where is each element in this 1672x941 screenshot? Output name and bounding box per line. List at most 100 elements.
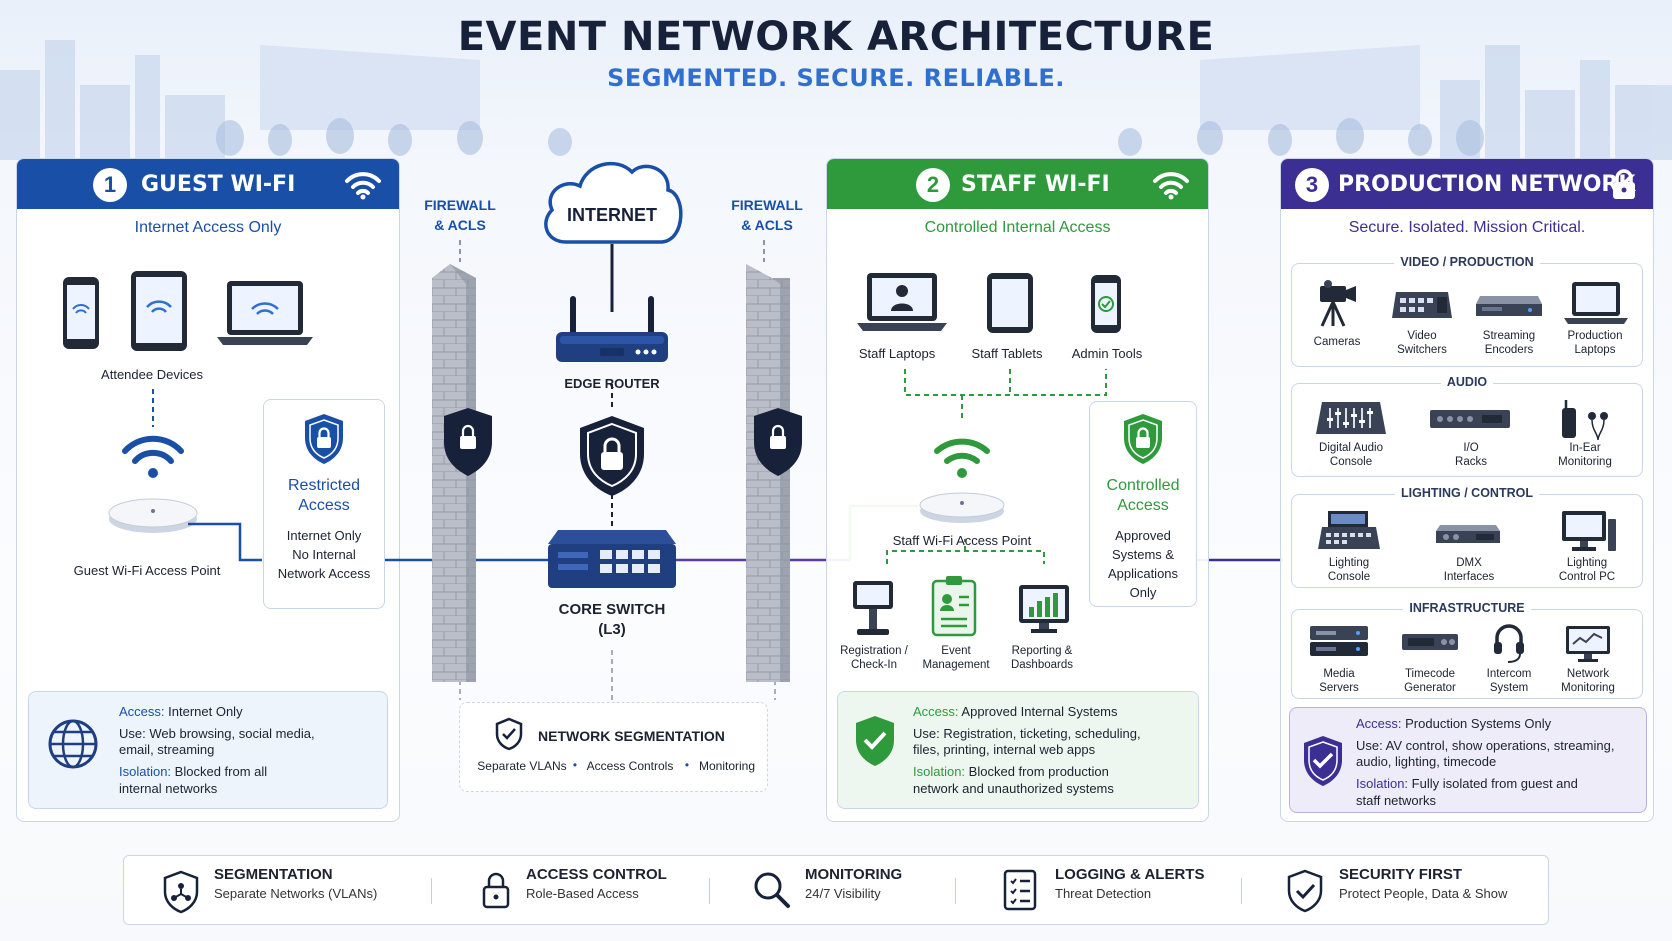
- feature-security-first: SECURITY FIRST Protect People, Data & Sh…: [1339, 866, 1507, 901]
- guest-access-key: Access:: [119, 704, 165, 719]
- staff-use-key: Use:: [913, 725, 940, 741]
- staff-use-val-2: files, printing, internal web apps: [913, 742, 1096, 758]
- item-dmx-1: DMX: [1456, 557, 1482, 569]
- magnifier-icon: [754, 872, 790, 908]
- divider: [1241, 878, 1242, 904]
- segmentation-item-vlans: Separate VLANs: [477, 759, 567, 773]
- staff-use-val-1: Registration, ticketing, scheduling,: [943, 725, 1141, 741]
- item-digital-audio-console-1: Digital Audio: [1319, 442, 1383, 454]
- network-monitoring-icon: [1566, 626, 1610, 662]
- staff-laptop-icon: [857, 273, 947, 331]
- group-title: AUDIO: [1292, 375, 1642, 389]
- item-in-ear-2: Monitoring: [1558, 456, 1612, 468]
- staff-device-links: [886, 369, 1107, 564]
- restricted-line-3: Network Access: [277, 566, 371, 581]
- staff-iso-key: Isolation:: [913, 763, 966, 779]
- staff-access-val: Approved Internal Systems: [961, 704, 1118, 719]
- item-network-monitoring-1: Network: [1566, 668, 1610, 680]
- firewall-right-label-1: FIREWALL: [731, 197, 803, 213]
- guest-access-val: Internet Only: [168, 704, 243, 719]
- production-info-box: Access: Production Systems Only Use: AV …: [1289, 707, 1647, 813]
- group-title: INFRASTRUCTURE: [1292, 601, 1642, 615]
- item-media-servers-1: Media: [1323, 668, 1355, 680]
- item-io-racks-1: I/O: [1463, 442, 1479, 454]
- staff-panel-header: 2 STAFF WI-FI: [827, 159, 1208, 209]
- item-intercom-1: Intercom: [1486, 668, 1532, 680]
- staff-iso-val-2: network and unauthorized systems: [913, 780, 1114, 796]
- segmentation-item-access: Access Controls: [586, 759, 674, 773]
- production-use-val-1: AV control, show operations, streaming,: [1385, 737, 1615, 753]
- shield-network-icon: [163, 870, 199, 914]
- item-production-laptops-2: Laptops: [1574, 344, 1616, 356]
- divider: [709, 878, 710, 904]
- app-event-2: Management: [922, 659, 990, 671]
- item-video-switchers-2: Switchers: [1397, 344, 1447, 356]
- guest-iso-val-2: internal networks: [119, 780, 218, 796]
- page-title: EVENT NETWORK ARCHITECTURE: [457, 14, 1215, 60]
- in-ear-monitor-icon: [1562, 400, 1608, 441]
- firewall-right-wall: [746, 264, 802, 682]
- staff-iso-val-1: Blocked from production: [968, 763, 1109, 779]
- item-dmx-2: Interfaces: [1443, 571, 1495, 583]
- shield-check-icon: [856, 716, 894, 766]
- staff-tablet-icon: [987, 273, 1033, 333]
- guest-iso-key: Isolation:: [119, 763, 172, 779]
- staff-device-laptops: Staff Laptops: [858, 346, 936, 361]
- bullet-dot: •: [572, 758, 578, 772]
- controlled-title-2: Access: [1117, 497, 1169, 514]
- guest-panel-title: GUEST WI-FI: [141, 171, 296, 197]
- group-audio: AUDIO Digital Audio Console I/O Racks In…: [1291, 375, 1643, 477]
- segmentation-item-monitoring: Monitoring: [698, 759, 756, 773]
- item-lighting-console-2: Console: [1327, 571, 1371, 583]
- network-segmentation-card: NETWORK SEGMENTATION Separate VLANs • Ac…: [459, 702, 768, 792]
- production-access-val: Production Systems Only: [1405, 716, 1552, 731]
- restricted-title-2: Access: [298, 497, 350, 514]
- controlled-line-3: Applications: [1107, 566, 1179, 581]
- edge-router-label: EDGE ROUTER: [564, 376, 660, 391]
- camera-icon: [1320, 280, 1356, 327]
- guest-info-text: Access: Internet Only Use: Web browsing,…: [119, 704, 379, 797]
- wifi-icon: [1153, 172, 1189, 200]
- restricted-title-1: Restricted: [287, 477, 361, 494]
- item-digital-audio-console-2: Console: [1329, 456, 1373, 468]
- production-network-panel: 3 PRODUCTION NETWORK Secure. Isolated. M…: [1280, 158, 1654, 822]
- admin-phone-icon: [1091, 275, 1121, 333]
- feature-segmentation: SEGMENTATION Separate Networks (VLANs): [214, 866, 377, 901]
- divider: [431, 878, 432, 904]
- feature-title: SECURITY FIRST: [1339, 866, 1463, 883]
- item-lighting-console-1: Lighting: [1328, 557, 1370, 569]
- guest-use-key: Use:: [119, 725, 146, 741]
- restricted-access-card: Restricted Access Internet Only No Inter…: [263, 399, 385, 609]
- dmx-interface-icon: [1436, 525, 1500, 543]
- internet-label: INTERNET: [567, 205, 657, 225]
- staff-panel-title: STAFF WI-FI: [961, 171, 1110, 197]
- group-lighting-control: LIGHTING / CONTROL Lighting Console DMX …: [1291, 486, 1643, 588]
- feature-title: LOGGING & ALERTS: [1055, 866, 1205, 883]
- group-title: LIGHTING / CONTROL: [1292, 486, 1642, 500]
- feature-title: MONITORING: [805, 866, 903, 883]
- guest-wifi-panel: 1 GUEST WI-FI Internet Access Only Atten…: [16, 158, 400, 822]
- audio-console-icon: [1316, 402, 1386, 434]
- lighting-control-pc-icon: [1562, 511, 1616, 551]
- feature-subtitle: 24/7 Visibility: [805, 886, 881, 901]
- item-lighting-pc-2: Control PC: [1558, 571, 1616, 583]
- app-reporting-2: Dashboards: [1010, 659, 1073, 671]
- item-media-servers-2: Servers: [1319, 682, 1359, 694]
- shield-lock-icon: [305, 414, 343, 464]
- attendee-devices-icon: [63, 271, 313, 351]
- guest-use-val-2: email, streaming: [119, 742, 215, 758]
- internet-cloud-icon: [544, 161, 683, 244]
- feature-title: ACCESS CONTROL: [526, 866, 667, 883]
- firewall-left-label-1: FIREWALL: [424, 197, 496, 213]
- globe-icon: [48, 719, 98, 769]
- staff-wifi-panel: 2 STAFF WI-FI Controlled Internal Access…: [826, 158, 1209, 822]
- production-tagline: Secure. Isolated. Mission Critical.: [1348, 219, 1586, 236]
- lighting-console-icon: [1318, 511, 1380, 549]
- media-server-icon: [1310, 626, 1368, 656]
- app-registration-1: Registration /: [840, 645, 908, 657]
- feature-subtitle: Separate Networks (VLANs): [214, 886, 378, 901]
- item-timecode-1: Timecode: [1404, 668, 1456, 680]
- feature-logging: LOGGING & ALERTS Threat Detection: [1055, 866, 1204, 901]
- item-lighting-pc-1: Lighting: [1566, 557, 1608, 569]
